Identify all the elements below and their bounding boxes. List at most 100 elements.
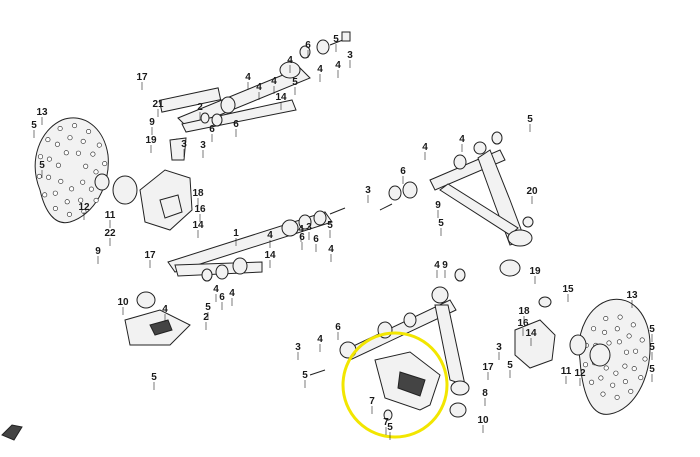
callout-number: 4 <box>162 304 168 315</box>
callout-number: 4 <box>317 64 323 75</box>
disc-hole <box>93 169 99 175</box>
callout-number: 4 <box>335 60 341 71</box>
callout-number: 5 <box>649 364 655 375</box>
disc-hole <box>88 186 94 192</box>
callout-number: 9 <box>435 200 441 211</box>
disc-hole <box>639 337 645 343</box>
callout-number: 18 <box>518 306 530 317</box>
callout-number: 16 <box>517 318 529 329</box>
callout-number: 19 <box>529 266 541 277</box>
callout-number: 13 <box>626 290 638 301</box>
callout-number: 5 <box>302 370 308 381</box>
callout-number: 4 <box>213 284 219 295</box>
disc-hole <box>96 142 102 148</box>
callout-number: 7 <box>383 417 389 428</box>
disc-hole <box>603 315 609 321</box>
callout-number: 4 <box>245 72 251 83</box>
disc-hole <box>45 137 51 143</box>
disc-hole <box>591 326 597 332</box>
callout-number: 9 <box>149 117 155 128</box>
callout-number: 6 <box>219 292 225 303</box>
callout-number: 5 <box>39 160 45 171</box>
disc-hole <box>598 375 604 381</box>
callout-number: 17 <box>136 72 148 83</box>
callout-number: 5 <box>333 34 339 45</box>
disc-hole <box>603 365 609 371</box>
callout-number: 19 <box>145 135 157 146</box>
callout-number: 20 <box>526 186 538 197</box>
callout-number: 5 <box>649 342 655 353</box>
callout-number: 7 <box>369 396 375 407</box>
callout-number: 15 <box>562 284 574 295</box>
disc-hole <box>628 388 634 394</box>
callout-number: 11 <box>561 366 572 377</box>
callout-number: 3 <box>347 50 353 61</box>
disc-hole <box>80 138 86 144</box>
disc-hole <box>58 178 64 184</box>
disc-hole <box>633 348 639 354</box>
left-arm-guard <box>124 291 191 346</box>
callout-number: 1 <box>233 228 239 239</box>
callout-number: 4 <box>287 55 293 66</box>
callout-number: 2 <box>197 102 203 113</box>
left-brake-disc <box>34 117 109 224</box>
disc-hole <box>46 174 52 180</box>
disc-hole <box>63 150 69 156</box>
disc-hole <box>613 370 619 376</box>
callout-number: 6 <box>335 322 341 333</box>
callout-number: 10 <box>117 297 129 308</box>
callout-number: 3 <box>496 342 502 353</box>
callout-number: 6 <box>305 40 311 51</box>
disc-hole <box>622 363 628 369</box>
callout-number: 4 <box>267 230 273 241</box>
callout-number: 3 <box>181 139 187 150</box>
disc-hole <box>638 375 644 381</box>
callout-number: 4 <box>229 288 235 299</box>
callout-number: 3 <box>295 342 301 353</box>
disc-hole <box>93 197 99 203</box>
callout-number: 5 <box>292 77 298 88</box>
disc-hole <box>610 382 616 388</box>
callout-number: 5 <box>387 422 393 433</box>
disc-hole <box>606 340 612 346</box>
disc-hole <box>52 206 58 212</box>
callout-number: 4 <box>271 76 277 87</box>
callout-number: 3 <box>306 222 312 233</box>
callout-number: 4 <box>459 134 465 145</box>
disc-hole <box>631 366 637 372</box>
callout-number: 13 <box>36 107 48 118</box>
callout-number: 18 <box>192 188 204 199</box>
callout-number: 6 <box>233 119 239 130</box>
callout-number: 6 <box>313 234 319 245</box>
callout-number: 5 <box>527 114 533 125</box>
right-steering-knuckle <box>499 259 611 369</box>
disc-hole <box>589 379 595 385</box>
callout-number: 6 <box>400 166 406 177</box>
disc-hole <box>64 199 70 205</box>
callout-number: 21 <box>152 99 164 110</box>
brand-logo <box>1 424 23 441</box>
disc-hole <box>57 126 63 132</box>
left-steering-knuckle <box>94 137 193 231</box>
callout-number: 14 <box>275 92 287 103</box>
disc-hole <box>78 197 84 203</box>
callout-number: 11 <box>105 210 116 221</box>
callout-number: 4 <box>256 82 262 93</box>
disc-hole <box>617 314 623 320</box>
disc-hole <box>642 356 648 362</box>
disc-hole <box>600 391 606 397</box>
callout-number: 12 <box>78 202 90 213</box>
highlight-circle <box>341 331 449 439</box>
upper-right-a-arm <box>379 131 534 247</box>
disc-hole <box>616 339 622 345</box>
disc-hole <box>75 150 81 156</box>
callout-number: 2 <box>203 312 209 323</box>
callout-number: 16 <box>194 204 206 215</box>
disc-hole <box>602 329 608 335</box>
callout-number: 17 <box>144 250 156 261</box>
callout-number: 6 <box>209 124 215 135</box>
callout-number: 5 <box>438 218 444 229</box>
callout-number: 5 <box>31 120 37 131</box>
